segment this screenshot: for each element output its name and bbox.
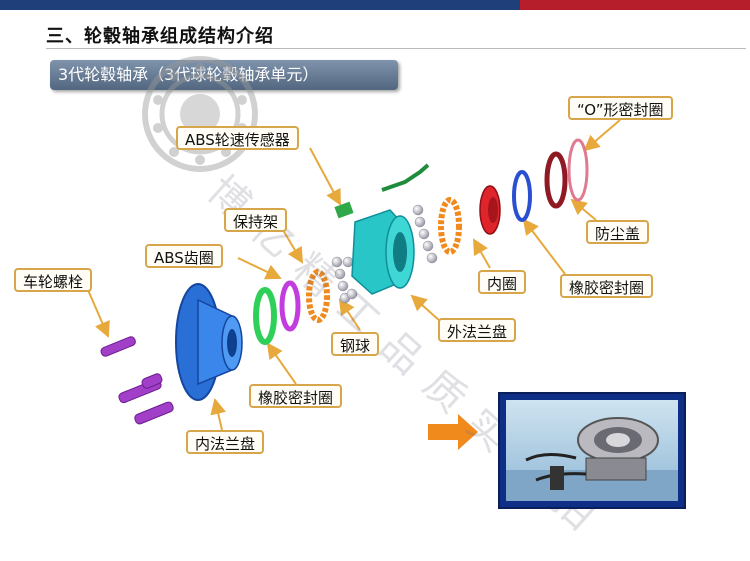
- label-dust-cover: 防尘盖: [586, 220, 650, 244]
- title-divider: [46, 48, 746, 49]
- label-rubber-seal-bottom: 橡胶密封圈: [249, 384, 343, 408]
- bearing-photo-illustration: [506, 417, 678, 501]
- inner-flange-part: [175, 283, 243, 401]
- dust-cover-part: [544, 151, 568, 209]
- outer-flange-part: [351, 209, 415, 295]
- rubber-seal-bottom-part: [279, 280, 301, 332]
- label-cage: 保持架: [224, 208, 288, 232]
- label-o-ring: “O”形密封圈: [568, 96, 673, 120]
- rubber-seal-right-part: [512, 170, 532, 222]
- label-inner-flange: 内法兰盘: [186, 430, 265, 454]
- abs-ring-part: [253, 287, 277, 345]
- label-outer-flange: 外法兰盘: [438, 318, 517, 342]
- top-color-bar: [0, 0, 750, 10]
- orange-arrow: [428, 414, 478, 450]
- wheel-bolts: [100, 336, 174, 425]
- abs-sensor-part: [334, 163, 430, 219]
- product-photo: [498, 392, 686, 509]
- cage-part: [306, 269, 330, 323]
- label-abs-sensor: ABS轮速传感器: [176, 126, 299, 150]
- top-bar-blue: [0, 0, 520, 10]
- top-bar-red: [520, 0, 750, 10]
- section-banner: 3代轮毂轴承（3代球轮毂轴承单元）: [50, 60, 398, 90]
- cage-part-right: [438, 197, 462, 255]
- logo-seal: [142, 56, 258, 172]
- steel-balls-part: [331, 204, 438, 304]
- label-rubber-seal-right: 橡胶密封圈: [560, 274, 654, 298]
- o-ring-part: [567, 138, 589, 202]
- label-inner-ring: 内圈: [478, 270, 527, 294]
- page-title: 三、轮毂轴承组成结构介绍: [46, 26, 274, 47]
- inner-ring-part: [479, 185, 501, 235]
- label-wheel-bolt: 车轮螺栓: [14, 268, 93, 292]
- label-steel-ball: 钢球: [331, 332, 380, 356]
- product-photo-inner: [506, 400, 678, 501]
- label-abs-ring: ABS齿圈: [145, 244, 223, 268]
